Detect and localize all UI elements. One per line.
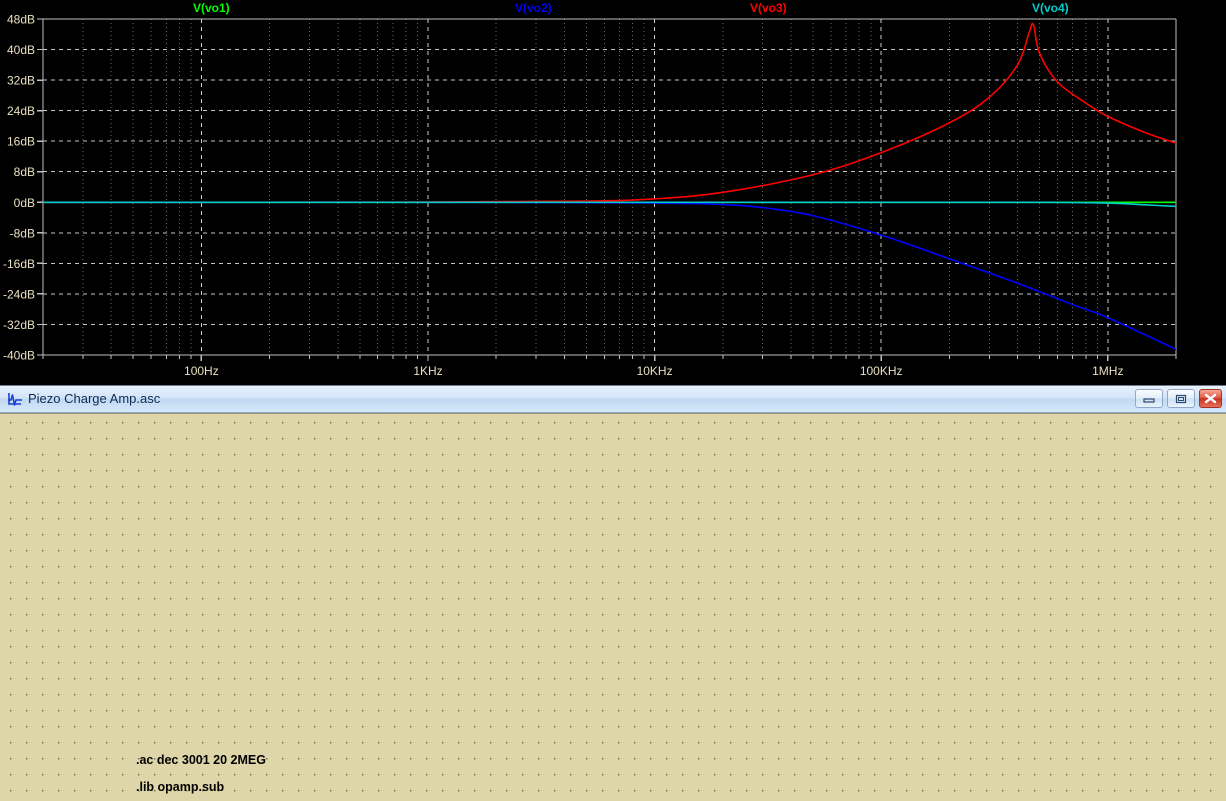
waveform-viewer[interactable]: 48dB 40dB 32dB 24dB 16dB 8dB 0dB -8dB -16dB -24dB… bbox=[0, 0, 1226, 385]
svg-text:.lib opamp.sub: .lib opamp.sub bbox=[136, 780, 225, 794]
svg-text:16dB: 16dB bbox=[7, 135, 35, 149]
schematic-window: Piezo Charge Amp.asc VINC465nR5100C365nR… bbox=[0, 385, 1226, 801]
svg-text:40dB: 40dB bbox=[7, 43, 35, 57]
svg-text:-32dB: -32dB bbox=[3, 318, 35, 332]
svg-text:48dB: 48dB bbox=[7, 13, 35, 27]
svg-text:-24dB: -24dB bbox=[3, 287, 35, 301]
restore-button[interactable] bbox=[1167, 389, 1195, 408]
legend-trace-1[interactable]: V(vo2) bbox=[515, 1, 552, 15]
close-button[interactable] bbox=[1199, 389, 1222, 408]
svg-text:32dB: 32dB bbox=[7, 74, 35, 88]
schematic-drawing[interactable]: VINC465nR5100C365nR41MegU2VO2VINV1AC 1VI… bbox=[0, 414, 1226, 801]
schematic-canvas[interactable]: VINC465nR5100C365nR41MegU2VO2VINV1AC 1VI… bbox=[0, 413, 1226, 801]
svg-text:-40dB: -40dB bbox=[3, 349, 35, 363]
svg-text:8dB: 8dB bbox=[14, 165, 35, 179]
svg-text:0dB: 0dB bbox=[14, 196, 35, 210]
svg-text:1MHz: 1MHz bbox=[1092, 364, 1123, 378]
legend-trace-0[interactable]: V(vo1) bbox=[193, 1, 230, 15]
legend-trace-3[interactable]: V(vo4) bbox=[1032, 1, 1069, 15]
svg-text:1KHz: 1KHz bbox=[413, 364, 442, 378]
svg-text:100Hz: 100Hz bbox=[184, 364, 219, 378]
window-title: Piezo Charge Amp.asc bbox=[28, 391, 161, 406]
window-titlebar[interactable]: Piezo Charge Amp.asc bbox=[0, 386, 1226, 413]
minimize-button[interactable] bbox=[1135, 389, 1163, 408]
svg-text:.ac dec 3001 20 2MEG: .ac dec 3001 20 2MEG bbox=[136, 753, 266, 767]
ltspice-icon bbox=[8, 393, 22, 406]
legend-trace-2[interactable]: V(vo3) bbox=[750, 1, 787, 15]
svg-text:24dB: 24dB bbox=[7, 104, 35, 118]
svg-text:-8dB: -8dB bbox=[10, 226, 35, 240]
svg-text:10KHz: 10KHz bbox=[637, 364, 673, 378]
plot-canvas[interactable]: 48dB 40dB 32dB 24dB 16dB 8dB 0dB -8dB -16dB -24dB… bbox=[0, 0, 1226, 385]
svg-text:100KHz: 100KHz bbox=[860, 364, 903, 378]
svg-text:-16dB: -16dB bbox=[3, 257, 35, 271]
